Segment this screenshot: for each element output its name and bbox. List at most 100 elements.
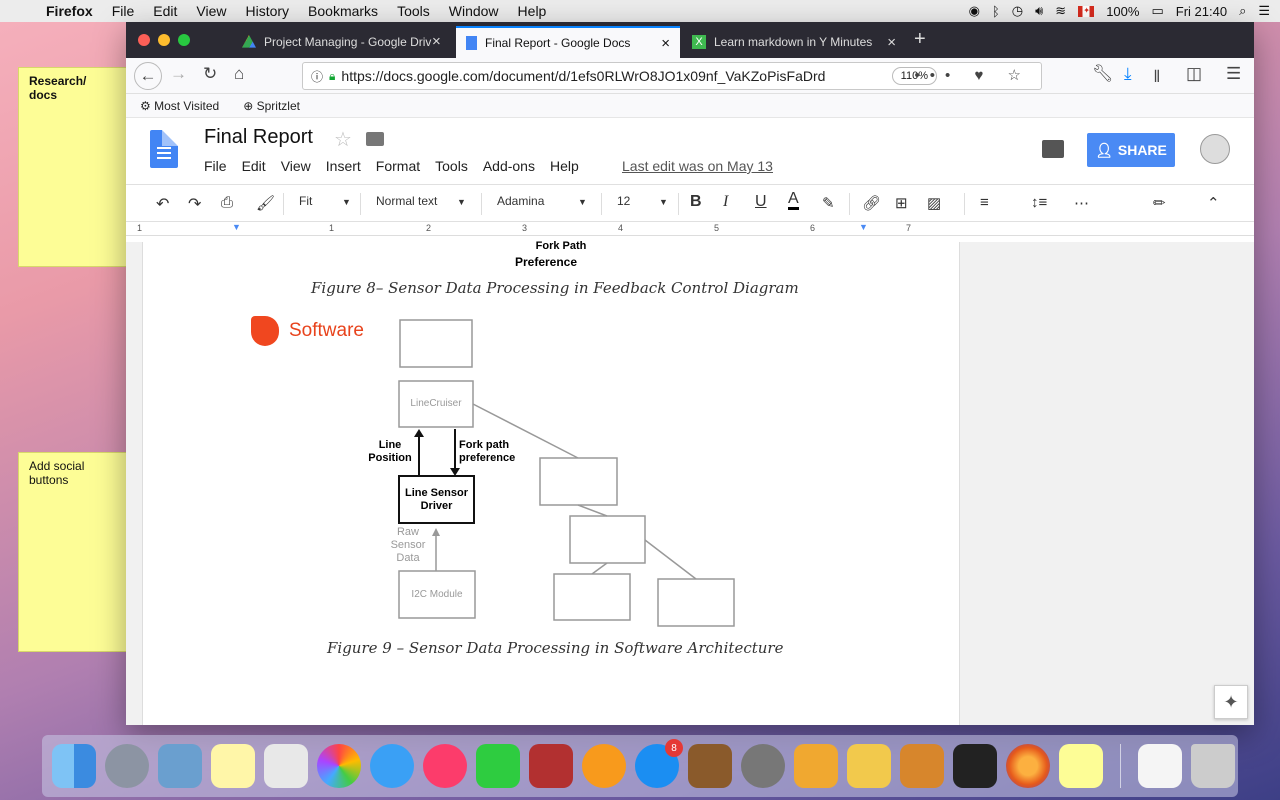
tab-final-report[interactable]: Final Report - Google Docs × [456, 26, 680, 58]
zoom-select[interactable]: Fit [299, 194, 313, 208]
menu-bookmarks[interactable]: Bookmarks [308, 3, 379, 19]
collapse-icon[interactable]: ⌃ [1207, 195, 1220, 212]
library-icon[interactable]: 𝍪 [1154, 67, 1160, 86]
hamburger-menu-icon[interactable]: ☰ [1226, 64, 1242, 83]
keynote-icon[interactable] [900, 744, 944, 788]
folder-icon[interactable] [366, 132, 384, 146]
docs-menu-format[interactable]: Format [375, 158, 421, 174]
finder-icon[interactable] [52, 744, 96, 788]
time-machine-icon[interactable]: ◷ [1011, 3, 1024, 18]
preview-icon[interactable] [264, 744, 308, 788]
redo-icon[interactable]: ↷ [188, 196, 202, 213]
firefox-icon[interactable] [1006, 744, 1050, 788]
chevron-down-icon[interactable]: ▼ [578, 197, 587, 207]
sidebar-icon[interactable]: ◫ [1186, 64, 1203, 83]
bookmark-most-visited[interactable]: ⚙ Most Visited [140, 98, 220, 113]
chevron-down-icon[interactable]: ▼ [457, 197, 466, 207]
docs-menu-addons[interactable]: Add-ons [482, 158, 535, 174]
text-color-icon[interactable]: A [788, 191, 799, 210]
docs-menu-tools[interactable]: Tools [435, 158, 468, 174]
bookmark-spritzlet[interactable]: ⊕ Spritzlet [243, 98, 300, 113]
menu-tools[interactable]: Tools [397, 3, 430, 19]
menu-view[interactable]: View [196, 3, 227, 19]
notification-center-icon[interactable]: ☰ [1258, 3, 1270, 18]
stickies-icon[interactable] [1059, 744, 1103, 788]
underline-icon[interactable]: U [755, 193, 767, 210]
docs-menu-file[interactable]: File [204, 158, 227, 174]
insert-image-icon[interactable]: ▨ [927, 195, 942, 212]
zoom-indicator[interactable]: 110% [891, 67, 937, 85]
add-comment-icon[interactable]: ⊞ [895, 195, 908, 212]
chevron-down-icon[interactable]: ▼ [342, 197, 351, 207]
ruler[interactable]: 1 1 2 3 4 5 6 7 ▼ ▼ [126, 222, 1254, 236]
clock[interactable]: Fri 21:40 [1175, 3, 1228, 19]
system-preferences-icon[interactable] [741, 744, 785, 788]
italic-icon[interactable]: I [723, 193, 729, 210]
volume-icon[interactable]: 🔊︎ [1035, 3, 1044, 18]
forward-arrow-icon[interactable]: → [170, 64, 187, 83]
bold-icon[interactable]: B [690, 193, 702, 210]
itunes-icon[interactable] [423, 744, 467, 788]
menu-app-name[interactable]: Firefox [46, 3, 93, 19]
star-icon[interactable]: ☆ [334, 129, 352, 151]
battery-percent[interactable]: 100% [1106, 3, 1140, 19]
spotlight-icon[interactable]: ⌕ [1239, 3, 1247, 18]
document-page[interactable]: Fork Path Preference Figure 8– Sensor Da… [142, 240, 960, 725]
garageband-icon[interactable] [688, 744, 732, 788]
photos-icon[interactable] [317, 744, 361, 788]
undo-icon[interactable]: ↶ [156, 196, 170, 213]
terminal-icon[interactable] [953, 744, 997, 788]
minimize-window-button[interactable] [158, 34, 170, 46]
menu-window[interactable]: Window [448, 3, 499, 19]
sticky-note-research[interactable]: Research/ docs [18, 67, 128, 267]
menu-help[interactable]: Help [517, 3, 547, 19]
zoom-window-button[interactable] [178, 34, 190, 46]
wifi-icon[interactable]: ≋ [1055, 3, 1067, 18]
bluetooth-icon[interactable]: ᛒ [991, 3, 1000, 19]
reload-icon[interactable]: ↻ [203, 64, 218, 83]
launchpad-icon[interactable] [105, 744, 149, 788]
trash-icon[interactable] [1191, 744, 1235, 788]
page-actions-icon[interactable]: ••• ♥ ☆ [914, 67, 1031, 84]
sticky-note-social[interactable]: Add social buttons [18, 452, 128, 652]
app-store-icon[interactable]: 8 [635, 739, 683, 788]
home-icon[interactable]: ⌂ [234, 64, 245, 83]
editing-mode-icon[interactable]: ✏ [1153, 195, 1166, 212]
url-text[interactable]: https://docs.google.com/document/d/1efs0… [341, 68, 826, 84]
download-icon[interactable]: ⤓ [1124, 64, 1132, 83]
left-indent-marker[interactable]: ▼ [232, 222, 241, 232]
docs-home-icon[interactable] [150, 130, 178, 168]
docs-menu-edit[interactable]: Edit [241, 158, 266, 174]
docs-menu-insert[interactable]: Insert [325, 158, 361, 174]
notes-icon[interactable] [211, 744, 255, 788]
photo-booth-icon[interactable] [529, 744, 573, 788]
paint-format-icon[interactable]: 🖌︎ [256, 195, 276, 212]
more-icon[interactable]: ⋯ [1074, 195, 1089, 212]
new-tab-button[interactable]: + [914, 28, 926, 50]
cast-icon[interactable]: ◉ [968, 3, 980, 18]
messages-icon[interactable] [370, 744, 414, 788]
close-window-button[interactable] [138, 34, 150, 46]
highlight-icon[interactable]: ✎ [822, 195, 835, 212]
pages-icon[interactable] [794, 744, 838, 788]
document-title[interactable]: Final Report [204, 126, 313, 148]
docs-menu-view[interactable]: View [280, 158, 311, 174]
ibooks-icon[interactable] [582, 744, 626, 788]
input-source-flag-icon[interactable] [1078, 5, 1095, 17]
tab-project-managing[interactable]: Project Managing - Google Driv [232, 26, 456, 58]
close-tab-icon[interactable]: × [887, 33, 896, 51]
link-icon[interactable]: 🔗︎ [862, 195, 882, 212]
battery-icon[interactable]: ▭ [1151, 3, 1164, 18]
last-edit-link[interactable]: Last edit was on May 13 [622, 158, 773, 174]
back-arrow-icon[interactable]: ← [134, 62, 162, 90]
comments-icon[interactable] [1042, 140, 1064, 158]
info-icon[interactable]: ⓘ [311, 69, 324, 84]
chevron-down-icon[interactable]: ▼ [659, 197, 668, 207]
close-tab-icon[interactable]: × [432, 33, 441, 50]
image-capture-icon[interactable] [158, 744, 202, 788]
align-left-icon[interactable]: ≡ [980, 194, 989, 211]
print-icon[interactable]: ⎙ [221, 194, 234, 211]
right-indent-marker[interactable]: ▼ [859, 222, 868, 232]
explore-icon[interactable]: ✦ [1214, 685, 1248, 719]
docs-menu-help[interactable]: Help [549, 158, 579, 174]
